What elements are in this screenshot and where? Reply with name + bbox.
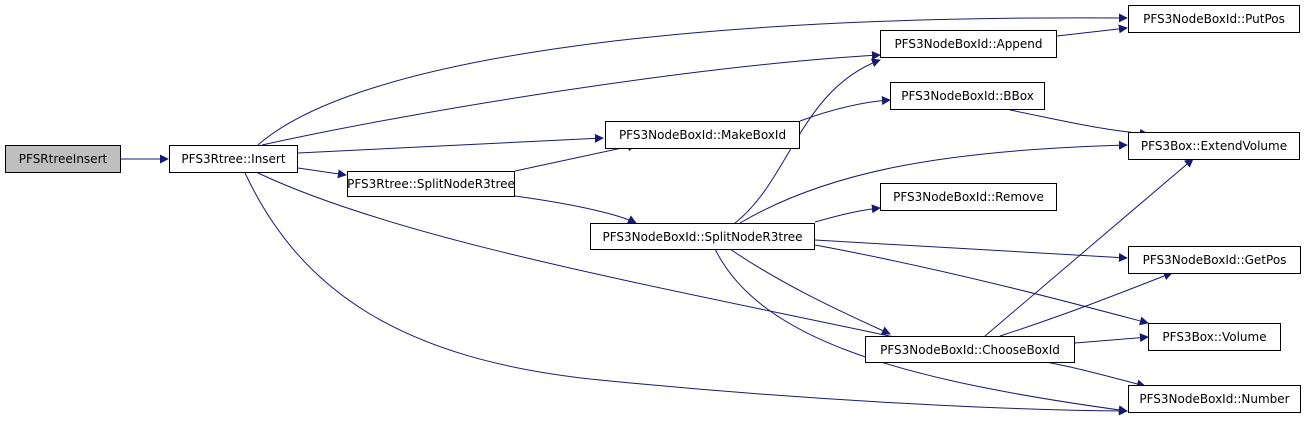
edge-splitnoder3tree-nbsplitnoder3tree <box>514 195 637 224</box>
edge-insert-append <box>261 50 881 146</box>
edge-chooseboxid-extendvolume <box>984 158 1194 337</box>
node-putpos[interactable]: PFS3NodeBoxId::PutPos <box>1128 5 1300 33</box>
edge-nbsplitnoder3tree-extendvolume <box>739 140 1128 224</box>
node-volume[interactable]: PFS3Box::Volume <box>1148 323 1281 351</box>
edge-nbsplitnoder3tree-chooseboxid <box>729 248 891 335</box>
node-bbox[interactable]: PFS3NodeBoxId::BBox <box>890 82 1045 110</box>
node-insert[interactable]: PFS3Rtree::Insert <box>169 145 298 173</box>
edge-nbsplitnoder3tree-volume <box>814 244 1149 326</box>
edge-nbsplitnoder3tree-getpos <box>814 239 1128 263</box>
edge-splitnoder3tree-makeboxid <box>514 142 637 172</box>
node-getpos[interactable]: PFS3NodeBoxId::GetPos <box>1128 246 1301 274</box>
edge-chooseboxid-number <box>1039 360 1146 389</box>
edge-insert-splitnoder3tree <box>297 167 347 179</box>
node-extendvolume[interactable]: PFS3Box::ExtendVolume <box>1128 132 1300 160</box>
node-number[interactable]: PFS3NodeBoxId::Number <box>1128 385 1301 413</box>
node-chooseboxid[interactable]: PFS3NodeBoxId::ChooseBoxId <box>865 336 1075 363</box>
edge-insert-number <box>244 172 1128 416</box>
edge-bbox-extendvolume <box>1009 109 1149 138</box>
node-remove[interactable]: PFS3NodeBoxId::Remove <box>880 183 1057 211</box>
edge-insert-putpos <box>257 13 1128 146</box>
node-nb-splitnoder3tree[interactable]: PFS3NodeBoxId::SplitNodeR3tree <box>590 223 815 250</box>
edge-insert-makeboxid <box>297 133 604 154</box>
edge-append-putpos <box>1056 24 1128 37</box>
edge-makeboxid-bbox <box>799 96 891 122</box>
node-splitnoder3tree[interactable]: PFS3Rtree::SplitNodeR3tree <box>347 171 515 197</box>
edge-nbsplitnoder3tree-number <box>714 248 1128 415</box>
edge-chooseboxid-volume <box>1074 333 1149 344</box>
edge-chooseboxid-getpos <box>999 271 1173 337</box>
node-append[interactable]: PFS3NodeBoxId::Append <box>880 30 1057 58</box>
node-makeboxid[interactable]: PFS3NodeBoxId::MakeBoxId <box>605 121 800 149</box>
edge-insert-chooseboxid <box>257 172 919 345</box>
node-pfsrtreeinsert[interactable]: PFSRtreeInsert <box>5 145 121 173</box>
edge-nbsplitnoder3tree-remove <box>814 204 881 223</box>
